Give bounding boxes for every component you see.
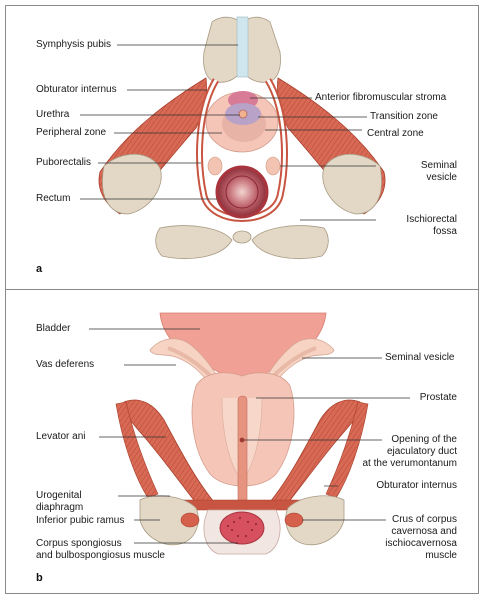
label-ischiorectal-fossa-2: fossa: [433, 226, 457, 237]
panel-b-letter: b: [36, 572, 43, 584]
panel-a-drawing: [80, 16, 386, 259]
label-transition-zone: Transition zone: [370, 111, 438, 122]
label-urethra: Urethra: [36, 109, 70, 120]
label-seminal-vesicle-a-2: vesicle: [426, 172, 457, 183]
right-ischium: [322, 153, 382, 215]
label-urogenital-diaphragm-2: diaphragm: [36, 502, 84, 513]
label-inferior-pubic-ramus: Inferior pubic ramus: [36, 515, 125, 526]
label-rectum: Rectum: [36, 193, 71, 204]
symphysis-pubis: [236, 16, 249, 78]
label-puborectalis: Puborectalis: [36, 157, 92, 168]
label-crus-2: cavernosa and: [391, 526, 457, 537]
label-vas-deferens: Vas deferens: [36, 359, 95, 370]
label-obturator-internus-b: Obturator internus: [376, 480, 457, 491]
label-obturator-internus: Obturator internus: [36, 84, 117, 95]
right-seminal-vesicle: [265, 156, 281, 176]
urethra: [238, 109, 248, 119]
left-lower-bone: [155, 225, 233, 259]
label-central-zone: Central zone: [367, 128, 424, 139]
label-urogenital-diaphragm-1: Urogenital: [36, 490, 82, 501]
right-lower-bone: [251, 225, 329, 259]
label-opening-2: ejaculatory duct: [386, 446, 457, 457]
right-crus: [284, 512, 304, 528]
label-crus-4: muscle: [425, 550, 457, 561]
label-symphysis-pubis: Symphysis pubis: [36, 39, 112, 50]
right-pubic-bone: [239, 16, 281, 83]
label-peripheral-zone: Peripheral zone: [36, 127, 107, 138]
label-levator-ani: Levator ani: [36, 431, 86, 442]
left-crus: [180, 512, 200, 528]
label-bladder: Bladder: [36, 323, 71, 334]
left-pubic-ramus: [139, 495, 199, 546]
coccyx: [232, 230, 252, 244]
label-seminal-vesicle-b: Seminal vesicle: [385, 352, 455, 363]
label-corpus-spongiosus-2: and bulbospongiosus muscle: [36, 550, 165, 561]
label-opening-1: Opening of the: [391, 434, 457, 445]
label-anterior-fibromuscular-stroma: Anterior fibromuscular stroma: [315, 92, 447, 103]
label-crus-1: Crus of corpus: [391, 514, 457, 525]
label-crus-3: ischiocavernosa: [385, 538, 457, 549]
left-seminal-vesicle: [207, 156, 223, 176]
label-corpus-spongiosus-1: Corpus spongiosus: [36, 538, 122, 549]
rectum: [215, 165, 269, 219]
label-opening-3: at the verumontanum: [362, 458, 458, 469]
label-prostate: Prostate: [419, 392, 457, 403]
label-ischiorectal-fossa-1: Ischiorectal: [406, 214, 457, 225]
panel-b-drawing: [89, 312, 410, 555]
left-pubic-bone: [203, 16, 245, 83]
label-seminal-vesicle-a-1: Seminal: [420, 160, 457, 171]
panel-divider: [5, 289, 479, 290]
verumontanum: [239, 437, 245, 443]
panel-a-letter: a: [36, 263, 43, 275]
